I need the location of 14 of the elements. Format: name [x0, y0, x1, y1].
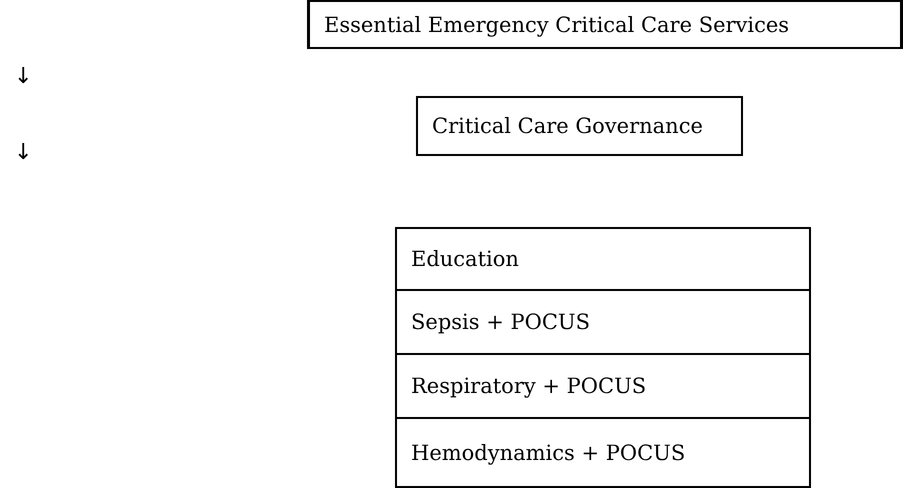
box-label: Education: [411, 247, 519, 271]
process-box: [395, 227, 811, 291]
box-label: Sepsis + POCUS: [411, 310, 590, 334]
down-arrow-glyph: ↓: [14, 66, 32, 88]
process-box: [395, 355, 811, 419]
box-label: Critical Care Governance: [432, 114, 703, 138]
box-label: Respiratory + POCUS: [411, 374, 646, 398]
down-arrow-glyph: ↓: [14, 142, 32, 164]
process-box: [307, 0, 903, 49]
process-box: [395, 291, 811, 355]
box-label: Essential Emergency Critical Care Services: [324, 12, 790, 36]
box-label: Hemodynamics + POCUS: [411, 440, 686, 464]
process-box: [395, 419, 811, 488]
process-box: [416, 96, 743, 156]
